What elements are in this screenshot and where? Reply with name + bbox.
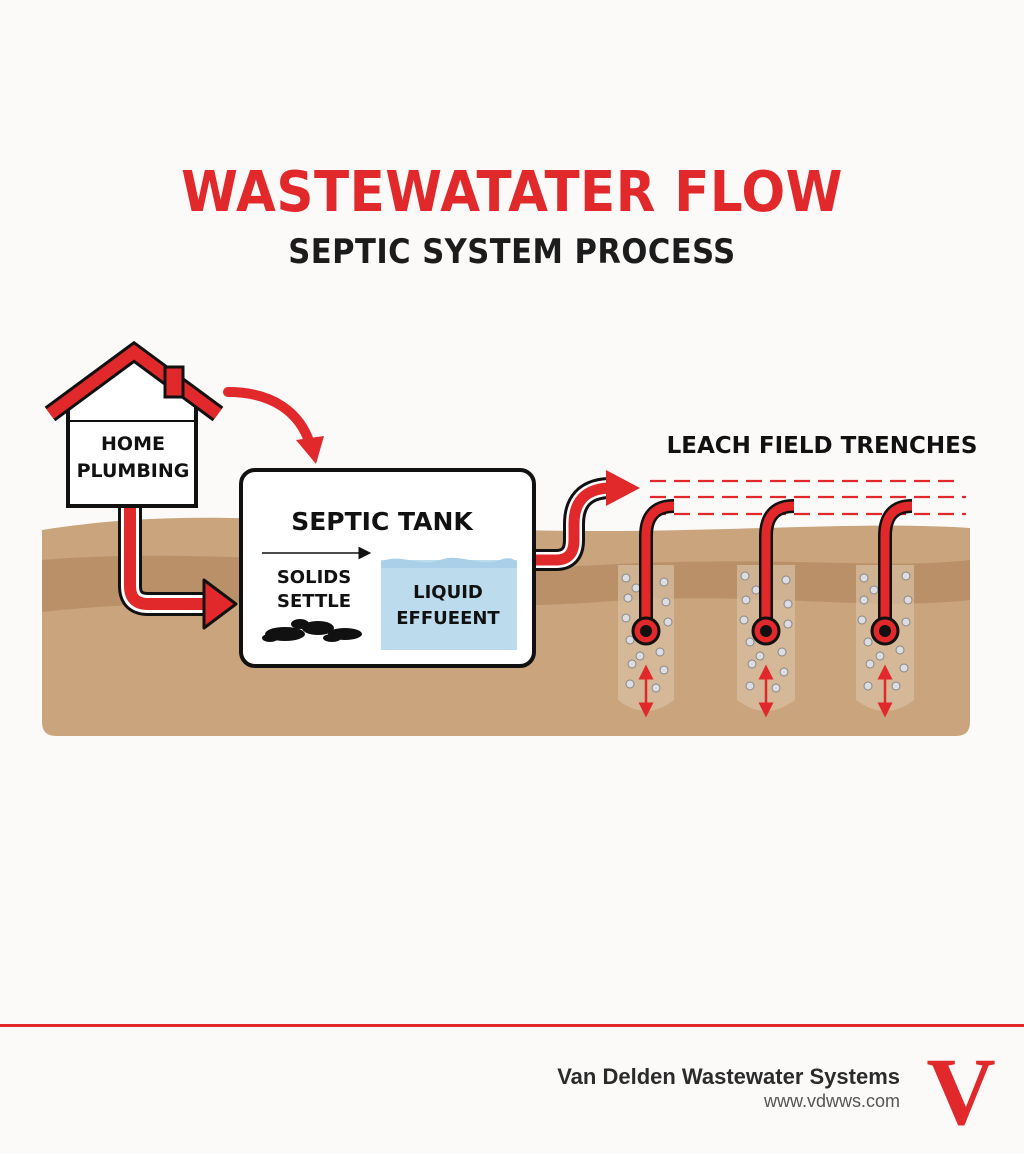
trench-2 [737,499,795,718]
company-url[interactable]: www.vdwws.com [763,1091,900,1111]
house-label-line1: HOME [101,433,165,455]
tank-title: SEPTIC TANK [291,507,474,536]
septic-tank [239,468,536,668]
company-name: Van Delden Wastewater Systems [557,1064,900,1089]
solids-label-line1: SOLIDS [277,567,351,588]
house-to-tank-arrow [118,508,238,630]
trench-1 [618,499,675,718]
trench-3 [856,499,914,718]
inflow-curved-arrow [223,387,324,464]
solids-label-line2: SETTLE [277,591,351,612]
company-logo: V [926,1048,995,1134]
footer-divider [0,1024,1024,1027]
liquid-label-line1: LIQUID [413,582,483,603]
leach-field-title: LEACH FIELD TRENCHES [667,433,978,459]
distribution-lines [650,479,966,516]
page-subtitle: SEPTIC SYSTEM PROCESS [288,232,736,272]
sludge-icon [262,619,362,642]
liquid-label-line2: EFFUEENT [396,608,500,629]
house-label-line2: PLUMBING [77,460,190,482]
house-icon [44,340,224,508]
outflow-pipe-arrow [536,470,640,571]
logo-letter: V [926,1048,995,1134]
page-title: WASTEWATATER FLOW [181,160,843,225]
septic-diagram: HOME PLUMBING SEPTIC TANK SOLIDS SETTLE … [42,340,978,736]
